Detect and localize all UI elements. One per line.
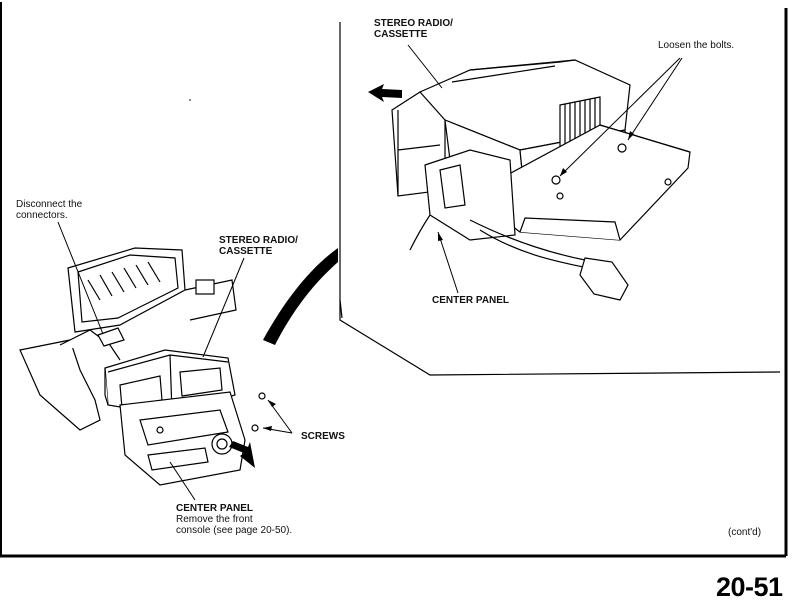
page-number: 20-51 — [716, 572, 783, 602]
label-screws: SCREWS — [301, 431, 345, 442]
inset-detail-box — [339, 22, 781, 376]
label-center-panel-bottom: CENTER PANEL — [176, 503, 254, 514]
pull-direction-arrow — [368, 84, 402, 102]
dashboard-view — [19, 247, 266, 486]
label-stereo-radio-top: STEREO RADIO/ CASSETTE — [374, 18, 453, 40]
inset-leader-lines — [407, 44, 683, 294]
label-continued: (cont'd) — [728, 527, 762, 538]
stereo-unit-detail — [391, 59, 691, 301]
zoom-callout-wedge — [263, 248, 338, 345]
stray-mark — [189, 99, 191, 101]
page-frame — [0, 2, 788, 558]
label-loosen-bolts: Loosen the bolts. — [658, 40, 735, 51]
label-stereo-radio-left: STEREO RADIO/ CASSETTE — [219, 235, 298, 257]
label-center-panel-top: CENTER PANEL — [432, 295, 510, 306]
inset-leader-arrowheads — [438, 131, 634, 241]
left-leader-arrowheads — [263, 400, 276, 431]
label-remove-front-console: Remove the front console (see page 20-50… — [176, 514, 293, 536]
remove-direction-arrow — [229, 441, 255, 468]
label-disconnect-connectors: Disconnect the connectors. — [16, 199, 83, 221]
